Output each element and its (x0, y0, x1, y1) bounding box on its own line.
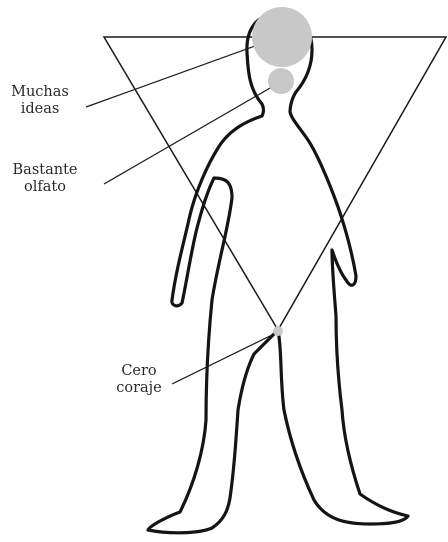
callout-smell-line2: olfato (6, 179, 84, 196)
groin-marker (273, 326, 283, 336)
callout-smell-line1: Bastante (6, 162, 84, 179)
nose-marker (268, 68, 294, 94)
callout-ideas-line1: Muchas (4, 84, 76, 101)
callout-muchas-ideas: Muchas ideas (4, 84, 76, 118)
leader-line-smell (104, 84, 277, 184)
callout-bastante-olfato: Bastante olfato (6, 162, 84, 196)
leader-line-courage (172, 333, 276, 384)
callout-courage-line2: coraje (104, 380, 174, 397)
callout-courage-line1: Cero (104, 363, 174, 380)
callout-cero-coraje: Cero coraje (104, 363, 174, 397)
leader-line-ideas (86, 37, 280, 107)
head-marker (252, 7, 312, 67)
callout-ideas-line2: ideas (4, 101, 76, 118)
